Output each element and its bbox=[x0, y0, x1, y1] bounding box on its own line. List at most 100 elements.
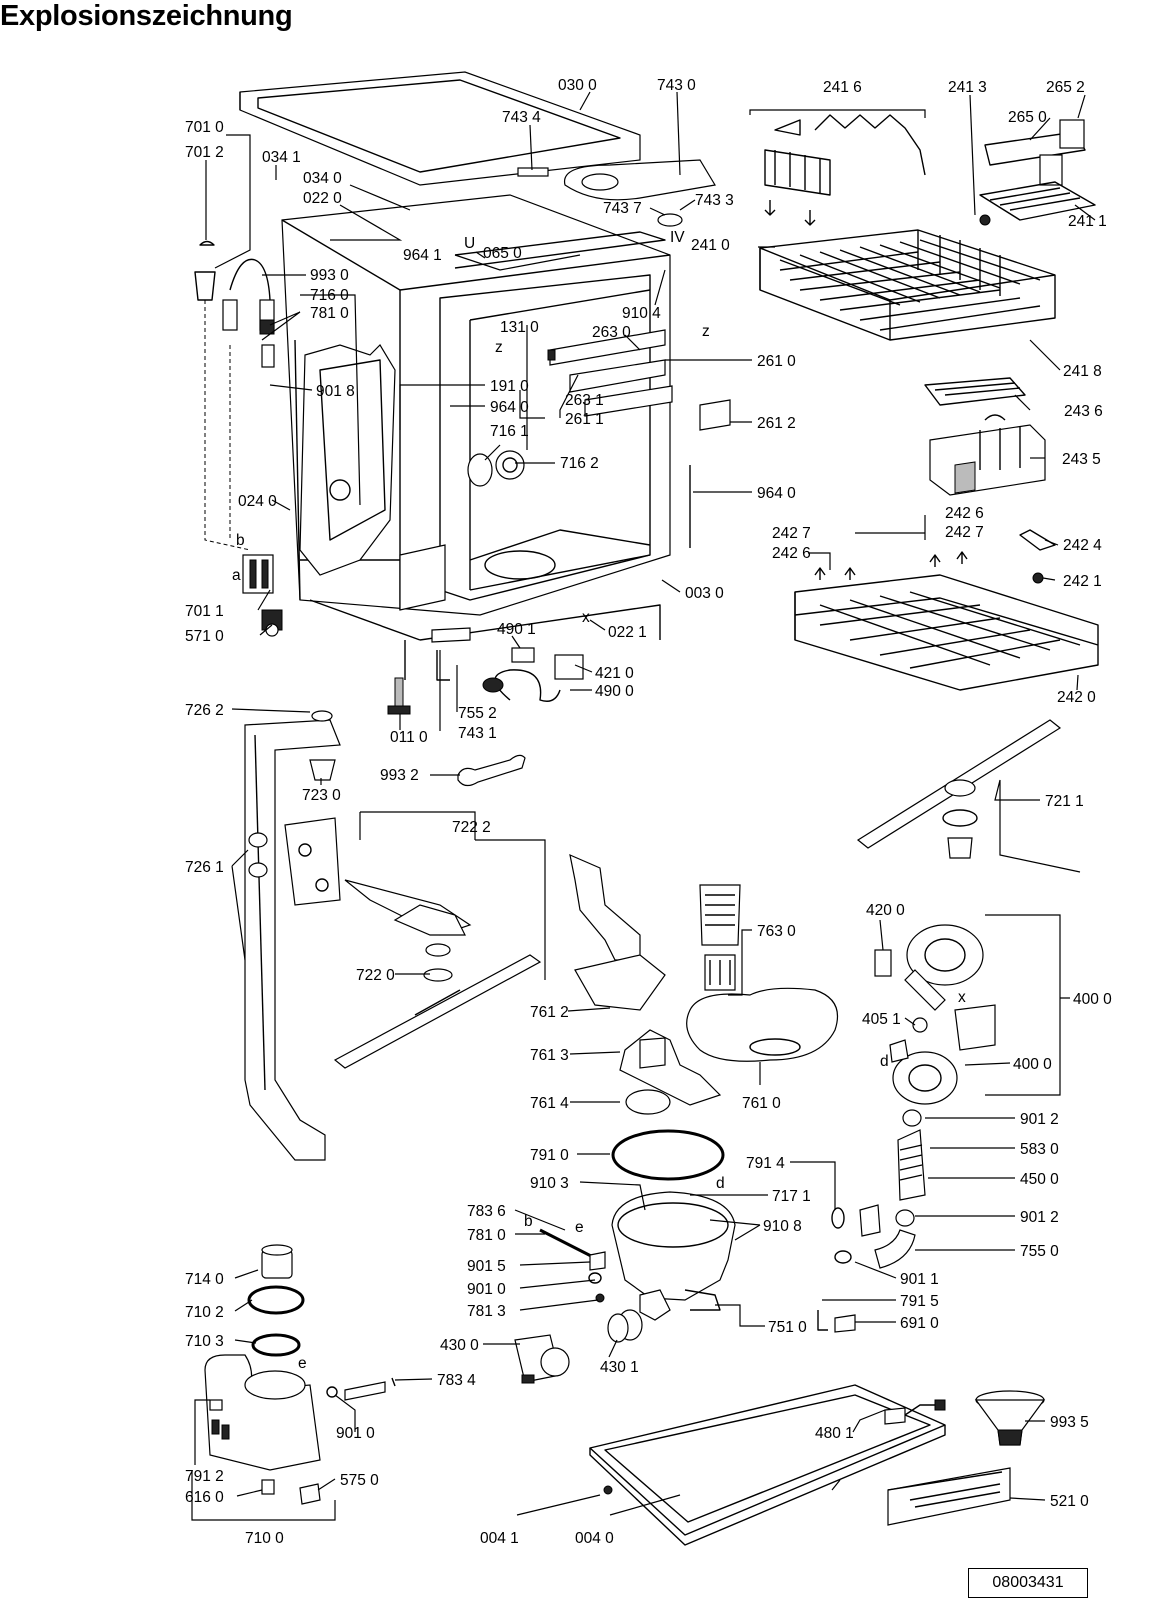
part-label: 755 0 bbox=[1020, 1243, 1059, 1260]
part-label: 791 4 bbox=[746, 1155, 785, 1172]
part-label: 783 6 bbox=[467, 1203, 506, 1220]
part-label: 242 6 bbox=[772, 545, 811, 562]
part-label: 243 5 bbox=[1062, 451, 1101, 468]
marker-a: a bbox=[232, 567, 241, 584]
part-label: 022 1 bbox=[608, 624, 647, 641]
letter-markers: z z x x b a b d e e d IV U bbox=[232, 229, 966, 1372]
part-label: 575 0 bbox=[340, 1472, 379, 1489]
part-label: 763 0 bbox=[757, 923, 796, 940]
lower-basket-part bbox=[794, 529, 1099, 691]
part-label: 910 8 bbox=[763, 1218, 802, 1235]
side-insulation-part bbox=[299, 344, 396, 576]
funnel-part bbox=[974, 1390, 1046, 1446]
part-label: 004 0 bbox=[575, 1530, 614, 1547]
screw-part bbox=[603, 1485, 613, 1495]
part-label: 910 3 bbox=[530, 1175, 569, 1192]
part-label: 242 7 bbox=[772, 525, 811, 542]
part-label: 901 8 bbox=[316, 383, 355, 400]
marker-e-2: e bbox=[298, 1355, 307, 1372]
marker-b-2: b bbox=[524, 1213, 533, 1230]
part-label: 265 2 bbox=[1046, 79, 1085, 96]
part-label: 781 3 bbox=[467, 1303, 506, 1320]
water-softener-part bbox=[204, 1244, 396, 1505]
part-label: 743 1 bbox=[458, 725, 497, 742]
manifold-part bbox=[284, 817, 341, 906]
part-label: 034 0 bbox=[303, 170, 342, 187]
part-label: 993 5 bbox=[1050, 1414, 1089, 1431]
part-label: 761 4 bbox=[530, 1095, 569, 1112]
upper-spray-arm-part bbox=[856, 719, 1062, 859]
upper-basket-part bbox=[759, 229, 1056, 341]
part-label: 261 0 bbox=[757, 353, 796, 370]
part-label: 583 0 bbox=[1020, 1141, 1059, 1158]
part-label: 261 1 bbox=[565, 411, 604, 428]
marker-e-1: e bbox=[575, 1219, 584, 1236]
part-label: 716 0 bbox=[310, 287, 349, 304]
part-label: 421 0 bbox=[595, 665, 634, 682]
hose-assembly-part bbox=[194, 240, 275, 551]
part-label: 743 4 bbox=[502, 109, 541, 126]
part-label: 791 5 bbox=[900, 1293, 939, 1310]
part-label: 751 0 bbox=[768, 1319, 807, 1336]
part-label: 781 0 bbox=[467, 1227, 506, 1244]
part-label: 242 1 bbox=[1063, 573, 1102, 590]
part-label: 710 0 bbox=[245, 1530, 284, 1547]
part-label: 710 3 bbox=[185, 1333, 224, 1350]
level-screw-part bbox=[261, 609, 283, 637]
part-label: 263 1 bbox=[565, 392, 604, 409]
part-label: 490 0 bbox=[595, 683, 634, 700]
part-label: 450 0 bbox=[1020, 1171, 1059, 1188]
part-label: 521 0 bbox=[1050, 1493, 1089, 1510]
part-label: 743 0 bbox=[657, 77, 696, 94]
part-label: 901 0 bbox=[336, 1425, 375, 1442]
part-label: 616 0 bbox=[185, 1489, 224, 1506]
filter-plate-part bbox=[686, 987, 839, 1062]
part-label: 405 1 bbox=[862, 1011, 901, 1028]
part-label: 241 6 bbox=[823, 79, 862, 96]
part-label: 722 0 bbox=[356, 967, 395, 984]
cutlery-basket-part bbox=[929, 414, 1046, 496]
part-label: 242 6 bbox=[945, 505, 984, 522]
cup-rack-part bbox=[979, 119, 1096, 226]
part-label: 714 0 bbox=[185, 1271, 224, 1288]
part-label: 964 1 bbox=[403, 247, 442, 264]
part-label: 400 0 bbox=[1013, 1056, 1052, 1073]
part-label: 022 0 bbox=[303, 190, 342, 207]
part-label: 783 4 bbox=[437, 1372, 476, 1389]
sump-seal-part bbox=[611, 1129, 725, 1181]
door-lock-part bbox=[399, 544, 471, 681]
circulation-tube-part bbox=[569, 853, 722, 1106]
hinge-part bbox=[242, 554, 274, 594]
drain-hose-part bbox=[817, 1109, 926, 1333]
part-label: 901 2 bbox=[1020, 1209, 1059, 1226]
part-label: 265 0 bbox=[1008, 109, 1047, 126]
part-label: 701 2 bbox=[185, 144, 224, 161]
sump-part bbox=[611, 1191, 736, 1341]
part-label: 261 2 bbox=[757, 415, 796, 432]
foot-screw-part bbox=[387, 677, 411, 715]
part-label: 241 1 bbox=[1068, 213, 1107, 230]
power-cord-part bbox=[482, 647, 584, 702]
part-label: 755 2 bbox=[458, 705, 497, 722]
marker-z-1: z bbox=[495, 339, 503, 356]
part-label: 003 0 bbox=[685, 585, 724, 602]
part-label: 004 1 bbox=[480, 1530, 519, 1547]
part-label: 420 0 bbox=[866, 902, 905, 919]
cutlery-tray-part bbox=[924, 377, 1026, 406]
marker-b-1: b bbox=[236, 532, 245, 549]
basket-rail-part bbox=[764, 114, 926, 226]
part-label: 030 0 bbox=[558, 77, 597, 94]
guide-rail-part bbox=[547, 329, 731, 431]
part-label: 241 3 bbox=[948, 79, 987, 96]
part-label: 716 1 bbox=[490, 423, 529, 440]
marker-z-2: z bbox=[702, 323, 710, 340]
part-label: 701 0 bbox=[185, 119, 224, 136]
part-drawings bbox=[194, 71, 1099, 1546]
disc-part bbox=[625, 1089, 671, 1115]
part-label: 791 2 bbox=[185, 1468, 224, 1485]
part-label: 726 2 bbox=[185, 702, 224, 719]
filter-part bbox=[699, 884, 741, 991]
marker-d-1: d bbox=[880, 1053, 889, 1070]
spray-connector-part bbox=[467, 450, 525, 487]
part-label: 964 0 bbox=[757, 485, 796, 502]
